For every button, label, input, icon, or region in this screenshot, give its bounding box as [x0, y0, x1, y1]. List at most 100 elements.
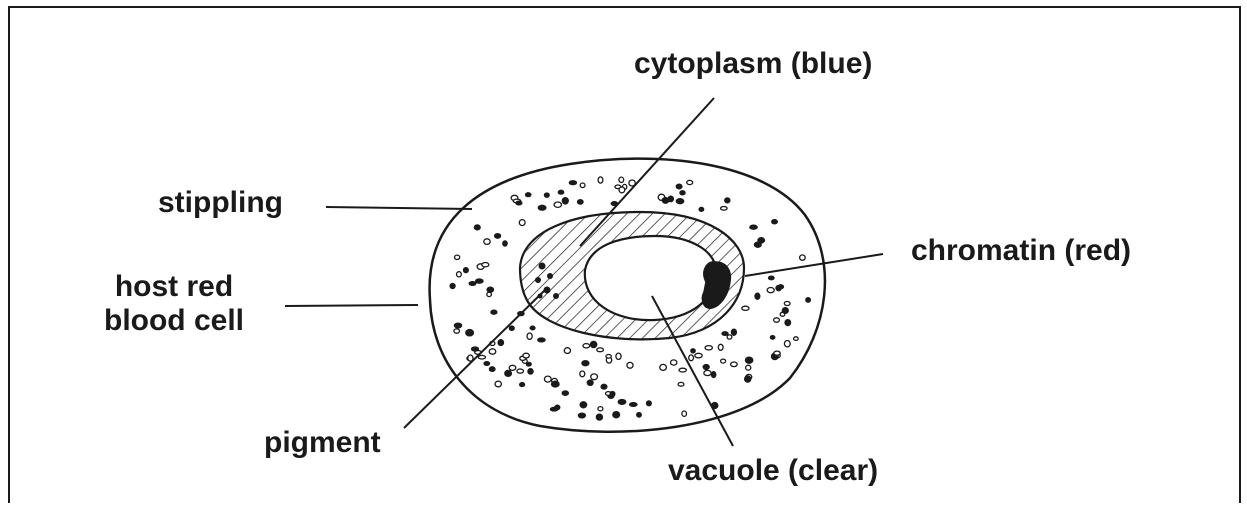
stipple-dot	[564, 348, 570, 354]
stipple-dot	[489, 367, 495, 372]
stipple-dot	[491, 310, 497, 314]
stipple-dot	[495, 381, 501, 387]
label-stippling: stippling	[158, 186, 283, 220]
stipple-dot	[544, 376, 551, 382]
stipple-dot	[454, 323, 461, 328]
stipple-dot	[679, 368, 686, 372]
stipple-dot	[495, 234, 501, 239]
stipple-dot	[489, 349, 496, 354]
stipple-dot	[721, 207, 728, 211]
stipple-dot	[705, 346, 712, 350]
stipple-dot	[476, 279, 483, 283]
stipple-dot	[682, 411, 687, 416]
leader-line-host	[285, 305, 418, 306]
stipple-dot	[754, 242, 761, 247]
stipple-dot	[785, 320, 791, 326]
stipple-dot	[610, 392, 615, 397]
label-host-line2: blood cell	[104, 304, 244, 338]
stipple-dot	[598, 407, 603, 411]
stipple-dot	[676, 184, 682, 189]
stipple-dot	[794, 337, 799, 341]
stipple-dot	[767, 288, 774, 293]
stipple-dot	[526, 362, 531, 366]
stipple-dot	[516, 201, 522, 205]
stipple-dot	[450, 284, 455, 289]
stipple-dot	[774, 351, 780, 355]
stipple-dot	[554, 202, 561, 207]
stipple-dot	[528, 369, 533, 374]
stipple-dot	[742, 306, 749, 310]
label-host-red-blood-cell: host red blood cell	[104, 270, 244, 338]
stipple-dot	[517, 369, 524, 373]
stipple-dot	[596, 414, 602, 420]
stipple-dot	[800, 255, 806, 260]
stipple-dot	[711, 372, 715, 378]
stipple-dot	[484, 239, 490, 245]
label-vacuole: vacuole (clear)	[668, 454, 878, 488]
stipple-dot	[590, 341, 596, 347]
stipple-dot	[478, 355, 485, 359]
stipple-dot	[606, 355, 611, 359]
stipple-dot	[562, 391, 568, 395]
stipple-dot	[784, 302, 790, 306]
stipple-dot	[676, 199, 683, 204]
stipple-dot	[772, 220, 778, 224]
stipple-dot	[578, 200, 584, 204]
stipple-dot	[721, 359, 726, 363]
stipple-dot	[778, 285, 784, 289]
stipple-dot	[630, 403, 637, 407]
stipple-dot	[731, 362, 738, 367]
stipple-dot	[597, 348, 604, 352]
stipple-dot	[519, 220, 525, 226]
stipple-dot	[455, 255, 460, 259]
stipple-dot	[509, 365, 516, 370]
stipple-dot	[755, 293, 760, 299]
stipple-dot	[509, 326, 514, 330]
stipple-dot	[487, 292, 492, 296]
stipple-dot	[578, 413, 585, 418]
stipple-dot	[538, 338, 545, 342]
stipple-dot	[769, 276, 775, 280]
stipple-dot	[472, 347, 479, 351]
stipple-dot	[530, 326, 535, 330]
stipple-dot	[523, 353, 529, 358]
stipple-dot	[619, 187, 625, 193]
stipple-dot	[784, 341, 790, 347]
stipple-dot	[484, 362, 490, 366]
stipple-dot	[806, 298, 811, 303]
label-pigment: pigment	[264, 426, 381, 460]
stipple-dot	[770, 336, 774, 340]
stipple-dot	[627, 362, 633, 368]
leader-line-stippling	[326, 207, 472, 209]
stipple-dot	[704, 370, 711, 375]
stipple-dot	[457, 272, 462, 277]
label-host-line1: host red	[104, 270, 244, 304]
stipple-dot	[660, 364, 667, 370]
stipple-dot	[498, 340, 503, 346]
stipple-dot	[699, 207, 704, 211]
stipple-dot	[687, 180, 693, 184]
stipple-dot	[558, 190, 563, 194]
stipple-dot	[562, 198, 568, 204]
stipple-dot	[538, 205, 546, 210]
stipple-dot	[591, 374, 598, 380]
stipple-dot	[637, 413, 642, 418]
stipple-dot	[668, 196, 673, 202]
stipple-dot	[503, 241, 507, 246]
label-cytoplasm: cytoplasm (blue)	[634, 47, 872, 81]
stipple-dot	[520, 383, 525, 387]
stipple-dot	[569, 181, 576, 185]
stipple-dot	[469, 282, 476, 286]
stipple-dot	[474, 225, 480, 230]
stipple-dot	[689, 355, 694, 361]
stipple-dot	[745, 357, 752, 363]
stipple-dot	[598, 177, 603, 183]
stipple-dot	[647, 401, 652, 406]
stipple-dot	[746, 365, 751, 370]
stipple-dot	[782, 308, 788, 314]
stipple-dot	[466, 330, 474, 336]
stipple-dot	[727, 335, 732, 339]
stipple-dot	[580, 183, 585, 188]
stipple-dot	[695, 353, 702, 358]
stipple-dot	[750, 225, 757, 229]
